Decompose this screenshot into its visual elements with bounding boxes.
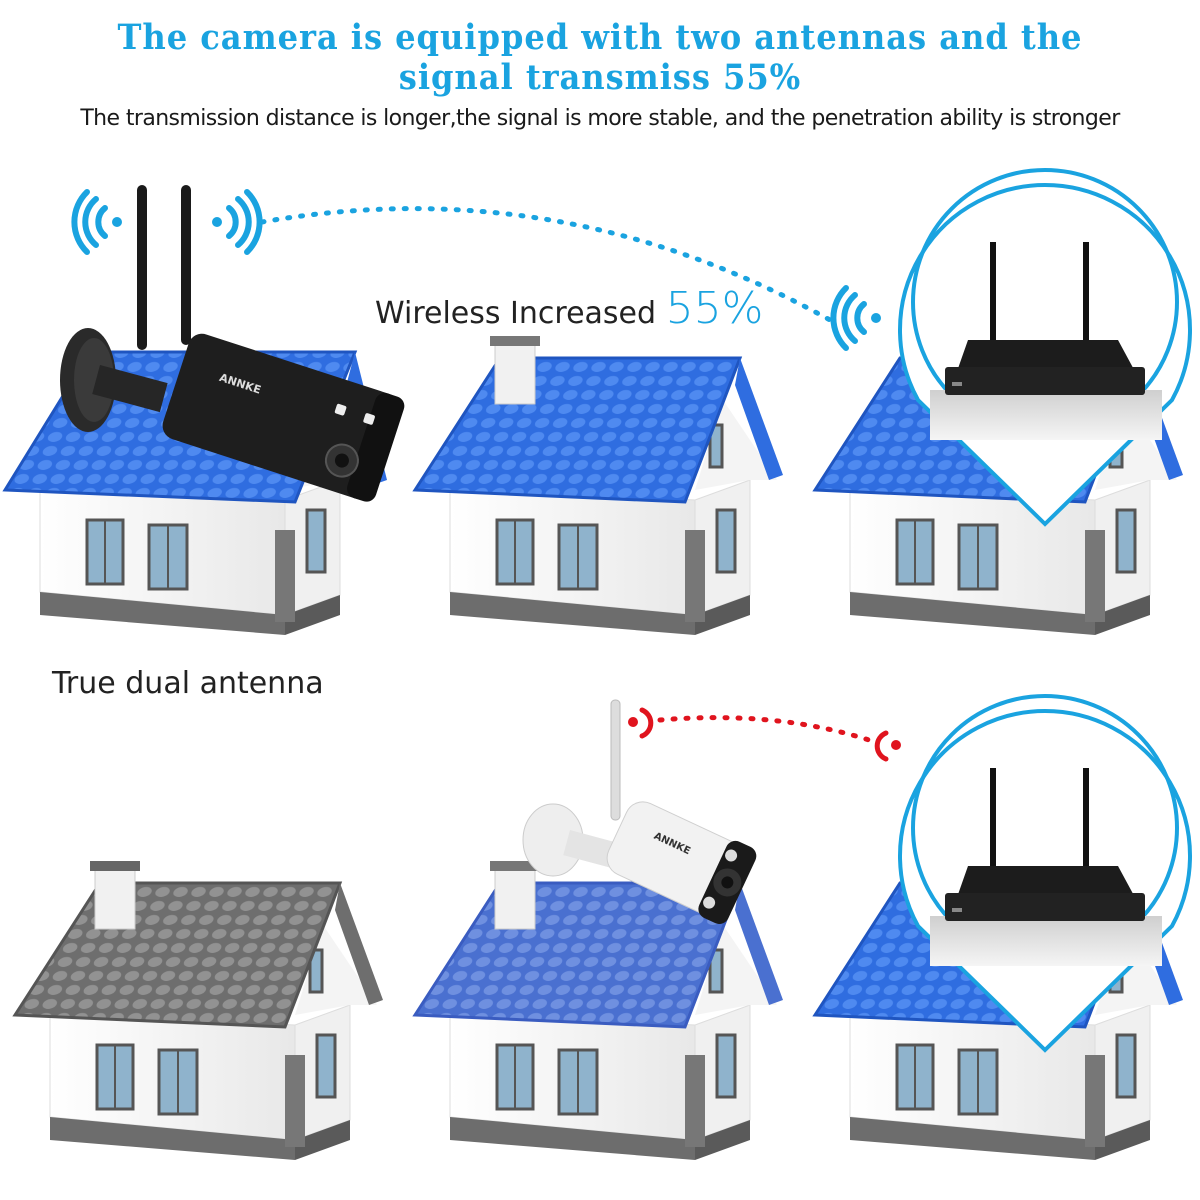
headline-line-2: signal transmiss 55% <box>398 57 802 98</box>
wifi-icon-left <box>71 189 122 255</box>
caption-true-dual-antenna: True dual antenna <box>52 666 324 701</box>
wireless-value: 55% <box>665 283 764 334</box>
nvr-pin-bottom <box>898 694 1192 1053</box>
wireless-label-text: Wireless Increased <box>375 296 657 331</box>
wifi-icon-receiver <box>830 285 881 351</box>
house-bottom-middle <box>412 861 783 1162</box>
camera-single-antenna-white: ANNKE <box>522 699 757 924</box>
subheadline: The transmission distance is longer,the … <box>80 106 1120 131</box>
weak-signal-icon-right <box>874 730 901 762</box>
camera-dual-antenna-black: ANNKE <box>60 185 405 502</box>
nvr-pin-top <box>898 168 1192 527</box>
wifi-icon-right <box>212 189 263 255</box>
weak-signal-icon-left <box>628 707 654 739</box>
headline-line-1: The camera is equipped with two antennas… <box>117 17 1083 58</box>
signal-path-weak <box>657 715 878 745</box>
wireless-increased-label: Wireless Increased 55% <box>375 283 763 334</box>
house-top-middle <box>412 336 783 637</box>
house-bottom-left <box>12 861 383 1162</box>
